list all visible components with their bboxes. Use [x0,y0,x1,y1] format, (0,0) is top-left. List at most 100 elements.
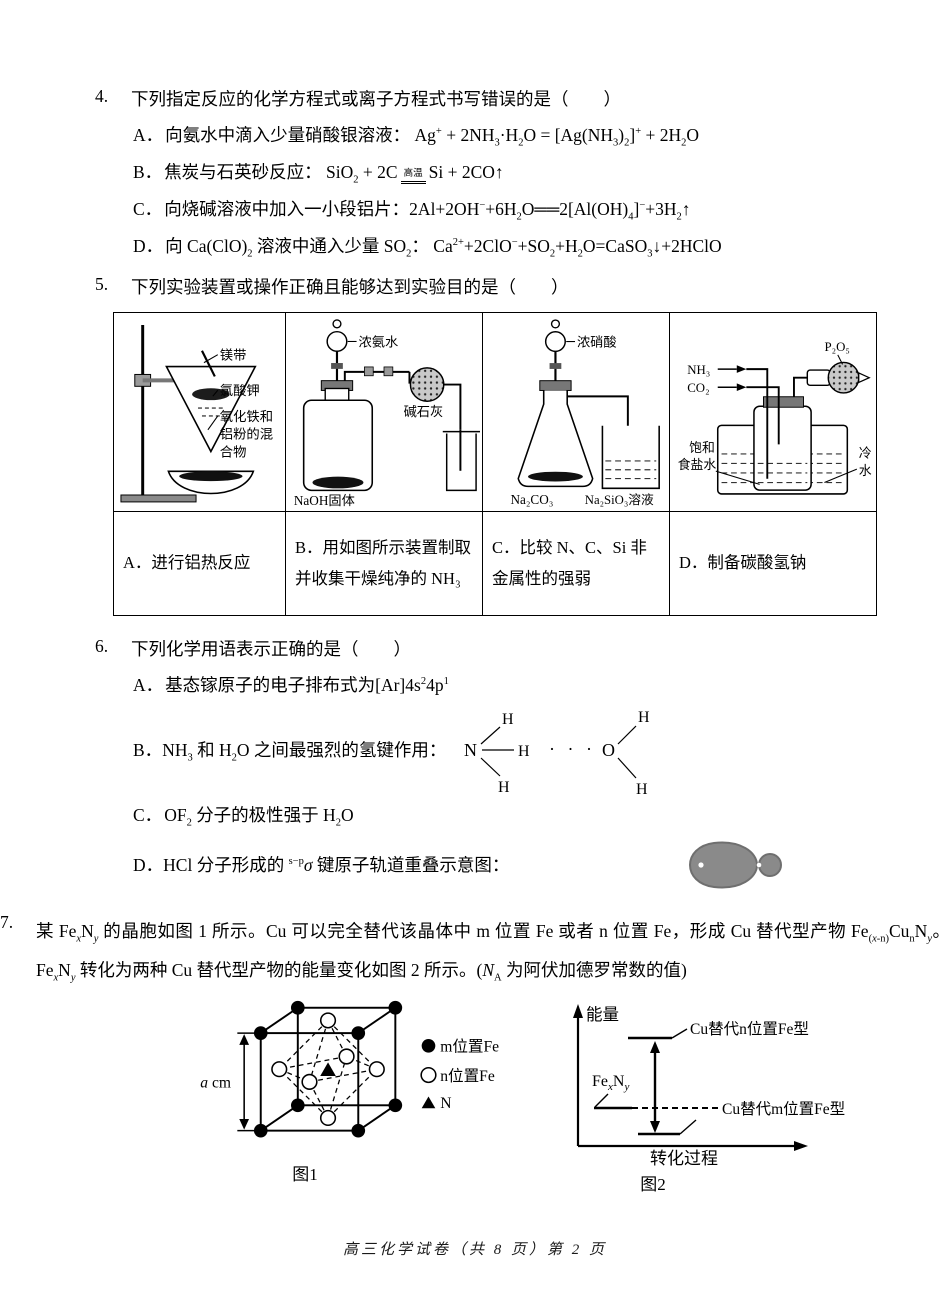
label-p2o5: P₂O₅ [824,340,849,354]
q5-answer-a: A．进行铝热反应 [113,511,286,616]
q6-option-d-label: D． [133,855,164,875]
label-sodium-carbonate: Na₂CO₃ [510,492,553,507]
label-naoh-solid: NaOH固体 [294,493,355,508]
figure-2: 能量 转化过程 Cu替代n位置Fe型 FexNy Cu替代m位置Fe型 [548,998,918,1195]
process-axis-label: 转化过程 [650,1149,718,1166]
q6-stem-row: 6. 下列化学用语表示正确的是（ ） [95,636,890,661]
question-6: 6. 下列化学用语表示正确的是（ ） A．基态镓原子的电子排布式为[Ar]4s2… [0,636,950,896]
crystal-cell-diagram: a cm [200,1000,499,1138]
q6-option-b: B．NH3 和 H2O 之间最强烈的氢键作用： N H H H · · · O … [133,700,950,800]
figure-1: a cm [190,998,548,1185]
q6-option-b-label: B． [133,740,163,760]
q6-option-a-text: 基态镓原子的电子排布式为[Ar]4s24p1 [165,675,449,695]
q4-option-b-label: B． [133,162,163,182]
energy-axis-label: 能量 [586,1005,619,1024]
thermite-apparatus-diagram: 镁带 氯酸钾 氧化铁和 铝粉的混 合物 [119,325,273,503]
atom-o: O [602,740,615,760]
page-footer: 高三化学试卷（共 8 页）第 2 页 [342,1242,607,1258]
label-mixture-line2: 铝粉的混 [219,427,272,442]
q4-option-a-label: A． [133,125,164,145]
q5-answer-b: B．用如图所示装置制取并收集干燥纯净的 NH₃ [285,511,483,616]
q5-diagram-b-cell: 浓氨水 NaOH固体 碱石灰 [285,312,483,512]
q5-answer-c: C．比较 N、C、Si 非金属性的强弱 [482,511,670,616]
hydrogen-bond-diagram: N H H H · · · O H H [464,709,650,798]
q5-stem-row: 5. 下列实验装置或操作正确且能够达到实验目的是（ ） [95,274,890,299]
q4-option-d-text: 向 Ca(ClO)2 溶液中通入少量 SO2： Ca2++2ClO−+SO2+H… [165,236,722,260]
question-4: 4. 下列指定反应的化学方程式或离子方程式书写错误的是（ ） A．向氨水中滴入少… [0,86,950,259]
atom-n: N [464,740,477,760]
q6-option-b-body: NH3 和 H2O 之间最强烈的氢键作用： [162,740,447,764]
fexny-label: FexNy [592,1073,629,1093]
q5-apparatus-table: 镁带 氯酸钾 氧化铁和 铝粉的混 合物 [113,312,877,616]
q4-number: 4. [95,86,109,106]
label-mixture-line3: 合物 [219,444,246,459]
label-sodium-silicate: Na₂SiO₃溶液 [585,493,654,507]
q6-option-b-text: B．NH3 和 H2O 之间最强烈的氢键作用： [133,737,446,763]
q6-option-c-label: C． [133,805,163,825]
label-conc-nitric-acid: 浓硝酸 [577,334,617,349]
q7-number: 7. [0,912,14,932]
m-site-fe-atoms [253,1000,403,1138]
energy-diagram: 能量 转化过程 Cu替代n位置Fe型 FexNy Cu替代m位置Fe型 [573,1004,845,1166]
sodium-bicarbonate-diagram: NH₃ CO₂ [678,340,872,495]
label-saturated-brine-1: 饱和 [689,441,715,455]
atom-h2: H [518,743,530,760]
q6-number: 6. [95,636,109,656]
label-soda-lime: 碱石灰 [404,404,444,419]
q5-answer-d: D．制备碳酸氢钠 [669,511,877,616]
label-saturated-brine-2: 食盐水 [678,457,717,472]
q7-stem-row: 7. 某 FexNy 的晶胞如图 1 所示。Cu 可以完全替代该晶体中 m 位置… [0,912,950,990]
q4-option-d: D．向 Ca(ClO)2 溶液中通入少量 SO2： Ca2++2ClO−+SO2… [133,233,950,259]
q6-option-a-label: A． [133,675,164,695]
figure-1-caption: 图1 [292,1165,318,1184]
question-5: 5. 下列实验装置或操作正确且能够达到实验目的是（ ） [0,274,950,616]
q6-option-d-body: HCl 分子形成的 s−pσ 键原子轨道重叠示意图： [163,855,510,875]
n-site-fe-atoms [271,1012,385,1127]
n-atom [320,1062,336,1077]
atom-h5: H [636,781,648,798]
q5-stem: 下列实验装置或操作正确且能够达到实验目的是（ ） [131,277,569,297]
cell-edge-dimension: a cm [200,1075,231,1092]
q6-option-c-text: OF2 分子的极性强于 H2O [164,805,354,829]
label-nh3-gas: NH₃ [687,363,710,377]
acid-comparison-diagram: 浓硝酸 Na₂CO₃ Na₂SiO₃溶液 [510,319,660,507]
q4-option-d-label: D． [133,236,164,256]
q4-option-c-label: C． [133,199,163,219]
label-cold-water-1: 冷 [859,447,872,461]
level-label-n-type: Cu替代n位置Fe型 [690,1020,809,1038]
level-label-m-type: Cu替代m位置Fe型 [722,1100,845,1118]
label-magnesium-ribbon: 镁带 [219,348,246,363]
q5-number: 5. [95,274,109,294]
q6-option-d: D．HCl 分子形成的 s−pσ 键原子轨道重叠示意图： [133,834,950,896]
q6-option-d-text: D．HCl 分子形成的 s−pσ 键原子轨道重叠示意图： [133,852,509,878]
q6-option-a: A．基态镓原子的电子排布式为[Ar]4s24p1 [133,672,950,698]
hydrogen-bond-dots: · · · [549,739,596,759]
label-potassium-chlorate: 氯酸钾 [219,383,259,398]
atom-h3: H [498,779,510,796]
atom-h4: H [638,709,650,726]
q5-diagram-a-cell: 镁带 氯酸钾 氧化铁和 铝粉的混 合物 [113,312,286,512]
label-co2-gas: CO₂ [687,381,709,395]
exam-page: 4. 下列指定反应的化学方程式或离子方程式书写错误的是（ ） A．向氨水中滴入少… [0,86,950,1195]
q4-stem-row: 4. 下列指定反应的化学方程式或离子方程式书写错误的是（ ） [95,86,890,111]
label-mixture-line1: 氧化铁和 [219,409,272,424]
q4-option-c: C．向烧碱溶液中加入一小段铝片：2Al+2OH−+6H2O══2[Al(OH)4… [133,196,950,222]
q7-figures: a cm [190,998,950,1195]
q6-stem: 下列化学用语表示正确的是（ ） [131,639,411,659]
q6-option-c: C．OF2 分子的极性强于 H2O [133,802,950,828]
q5-diagram-d-cell: NH₃ CO₂ [669,312,877,512]
q4-option-a: A．向氨水中滴入少量硝酸银溶液： Ag+ + 2NH3·H2O = [Ag(NH… [133,122,950,148]
ammonia-apparatus-diagram: 浓氨水 NaOH固体 碱石灰 [294,319,480,508]
q4-option-a-text: 向氨水中滴入少量硝酸银溶液： Ag+ + 2NH3·H2O = [Ag(NH3)… [165,125,700,149]
sp-sigma-orbital-overlap-diagram [688,841,782,889]
q5-diagram-c-cell: 浓硝酸 Na₂CO₃ Na₂SiO₃溶液 [482,312,670,512]
q4-option-c-text: 向烧碱溶液中加入一小段铝片：2Al+2OH−+6H2O══2[Al(OH)4]−… [164,199,691,223]
legend-n-site: n位置Fe [440,1067,495,1085]
legend-n-atom: N [440,1095,451,1112]
label-cold-water-2: 水 [859,464,872,478]
figure-1-legend: m位置Fe n位置Fe N [420,1038,499,1112]
q4-stem: 下列指定反应的化学方程式或离子方程式书写错误的是（ ） [131,89,621,109]
legend-m-site: m位置Fe [440,1038,499,1056]
